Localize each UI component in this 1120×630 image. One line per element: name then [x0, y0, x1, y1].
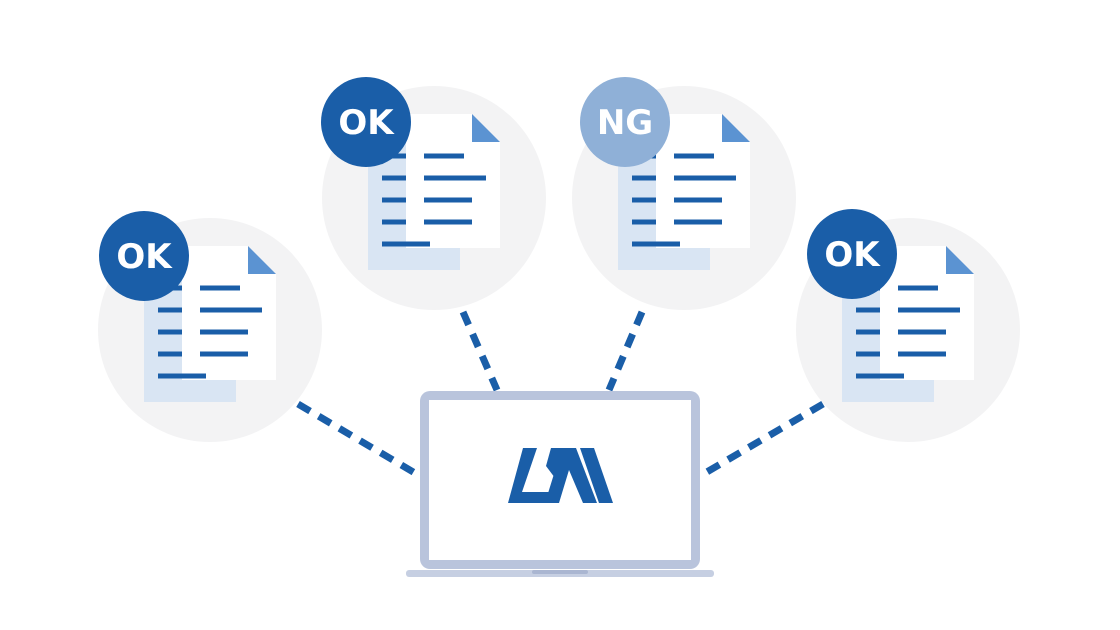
document-node-2: OK	[321, 77, 546, 310]
document-node-3: NG	[572, 77, 796, 310]
connector-line-4	[698, 400, 825, 480]
doc-folded-corner	[946, 246, 974, 274]
doc-front-page	[406, 114, 500, 248]
status-badge: OK	[99, 211, 189, 301]
status-badge-label: NG	[597, 103, 653, 143]
doc-front-page	[182, 246, 276, 380]
status-badge-label: OK	[338, 103, 395, 143]
document-icon	[144, 246, 276, 402]
doc-text-lines	[158, 285, 262, 379]
doc-folded-corner	[248, 246, 276, 274]
connector-line-1	[296, 400, 422, 480]
connector-line-2	[459, 310, 501, 392]
status-badge: OK	[321, 77, 411, 167]
status-badge-label: OK	[824, 235, 881, 275]
document-node-1: OK	[98, 211, 322, 442]
document-icon	[618, 114, 750, 270]
status-badge-label: OK	[116, 237, 173, 277]
doc-front-page	[880, 246, 974, 380]
doc-front-page	[656, 114, 750, 248]
status-badge-circle	[99, 211, 189, 301]
status-badge-circle	[580, 77, 670, 167]
status-badge-circle	[321, 77, 411, 167]
laptop-trackpad-notch	[532, 570, 588, 574]
connector-line-3	[605, 310, 646, 392]
doc-folded-corner	[722, 114, 750, 142]
status-badge: OK	[807, 209, 897, 299]
document-node-4: OK	[796, 209, 1020, 442]
status-badge-circle	[807, 209, 897, 299]
laptop	[406, 391, 714, 577]
doc-folded-corner	[472, 114, 500, 142]
mf-logo-icon	[508, 448, 613, 503]
status-badge: NG	[580, 77, 670, 167]
